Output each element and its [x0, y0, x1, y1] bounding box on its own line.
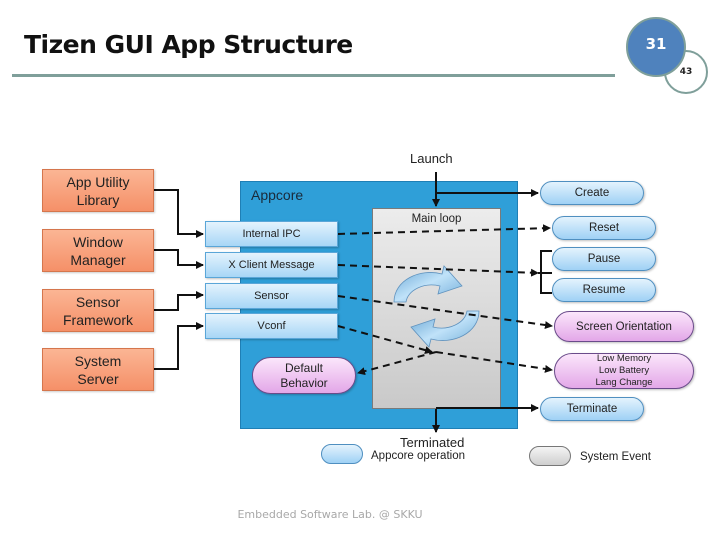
event-pause: Pause — [552, 247, 656, 271]
slide-title: Tizen GUI App Structure — [24, 30, 353, 59]
default-behavior: Default Behavior — [252, 357, 356, 394]
legend-swatch-appcore-operation — [321, 444, 363, 464]
main-loop-panel — [372, 208, 501, 409]
source-system-server: System Server — [42, 348, 154, 391]
legend-swatch-system-event — [529, 446, 571, 466]
event-screen-orientation: Screen Orientation — [554, 311, 694, 342]
pause-resume-bracket — [540, 250, 552, 294]
event-terminate: Terminate — [540, 397, 644, 421]
event-resume: Resume — [552, 278, 656, 302]
appcore-label: Appcore — [251, 187, 304, 203]
interface-x-client-message: X Client Message — [205, 252, 338, 278]
source-window-manager: Window Manager — [42, 229, 154, 272]
page-number: 31 — [645, 35, 667, 53]
page-number-badge: 31 — [626, 17, 686, 77]
interface-sensor: Sensor — [205, 283, 338, 309]
footer-text: Embedded Software Lab. @ SKKU — [237, 508, 423, 521]
legend-label-system-event: System Event — [580, 451, 651, 463]
source-sensor-framework: Sensor Framework — [42, 289, 154, 332]
launch-label: Launch — [410, 151, 453, 166]
event-low-memory-battery-lang: Low Memory Low Battery Lang Change — [554, 353, 694, 389]
source-app-utility-library: App Utility Library — [42, 169, 154, 212]
title-divider — [12, 74, 615, 77]
connector-app-utility — [154, 189, 204, 238]
connector-system-server — [154, 322, 204, 370]
interface-vconf: Vconf — [205, 313, 338, 339]
interface-internal-ipc: Internal IPC — [205, 221, 338, 247]
event-reset: Reset — [552, 216, 656, 240]
total-pages: 43 — [679, 67, 693, 77]
connector-sensor-framework — [154, 291, 204, 311]
main-loop-label: Main loop — [411, 213, 462, 225]
terminated-label: Terminated — [400, 435, 465, 450]
event-create: Create — [540, 181, 644, 205]
connector-window-manager — [154, 249, 204, 269]
legend-label-appcore-operation: Appcore operation — [371, 450, 465, 462]
